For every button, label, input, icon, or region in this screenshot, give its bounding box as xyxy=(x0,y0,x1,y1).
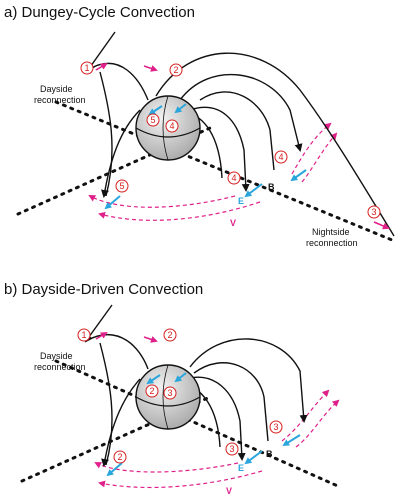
v-label: V xyxy=(230,218,236,228)
step-marker-1: 1 xyxy=(80,61,94,75)
step-marker-5-earth: 5 xyxy=(146,113,160,127)
svg-text:3: 3 xyxy=(229,444,234,454)
svg-text:1: 1 xyxy=(81,330,86,340)
panel-b-diagram: 1 2 2 3 2 3 3 Dayside reconnection E xyxy=(20,304,342,496)
panel-dungey-cycle: a) Dungey-Cycle Convection xyxy=(4,4,395,248)
svg-text:2: 2 xyxy=(149,386,154,396)
step-marker-b-3-mid: 3 xyxy=(225,442,239,456)
svg-text:3: 3 xyxy=(167,388,172,398)
step-marker-3: 3 xyxy=(367,205,381,219)
v-label-b: V xyxy=(226,486,232,496)
panel-dayside-driven: b) Dayside-Driven Convection xyxy=(0,251,400,502)
b-label: B xyxy=(268,182,275,192)
svg-text:4: 4 xyxy=(169,121,174,131)
panel-a-diagram: 1 2 3 4 4 4 5 5 Dayside xyxy=(16,31,395,248)
plane-line-back xyxy=(54,100,394,242)
step-marker-5-left: 5 xyxy=(115,179,129,193)
nightside-label-line2: reconnection xyxy=(306,238,358,248)
svg-text:2: 2 xyxy=(173,65,178,75)
svg-text:2: 2 xyxy=(117,452,122,462)
svg-text:4: 4 xyxy=(278,152,283,162)
step-marker-4-earth: 4 xyxy=(165,119,179,133)
dayside-label-line2: reconnection xyxy=(34,95,86,105)
svg-text:4: 4 xyxy=(231,173,236,183)
svg-text:5: 5 xyxy=(150,115,155,125)
dayside-b-label-line1: Dayside xyxy=(40,351,73,361)
step-marker-4-mid: 4 xyxy=(227,171,241,185)
svg-text:2: 2 xyxy=(167,330,172,340)
step-marker-b-3-right: 3 xyxy=(269,420,283,434)
step-marker-b-2-earth: 2 xyxy=(145,384,159,398)
step-marker-b-1: 1 xyxy=(77,328,91,342)
svg-text:5: 5 xyxy=(119,181,124,191)
svg-text:1: 1 xyxy=(84,63,89,73)
panel-b-title: b) Dayside-Driven Convection xyxy=(4,281,204,298)
step-marker-4-right: 4 xyxy=(274,150,288,164)
e-field-vectors xyxy=(104,103,307,210)
dayside-label-line1: Dayside xyxy=(40,84,73,94)
nightside-label-line1: Nightside xyxy=(312,227,350,237)
v-arrows xyxy=(95,62,390,230)
e-label-b: E xyxy=(238,463,244,473)
step-marker-b-2-left: 2 xyxy=(113,450,127,464)
panel-a-title: a) Dungey-Cycle Convection xyxy=(4,4,195,21)
b-label-b: B xyxy=(266,449,273,459)
flow-arcs xyxy=(88,122,338,221)
e-label: E xyxy=(238,196,244,206)
step-marker-2: 2 xyxy=(169,63,183,77)
svg-text:3: 3 xyxy=(273,422,278,432)
step-marker-b-3-earth: 3 xyxy=(163,386,177,400)
step-marker-b-2-top: 2 xyxy=(163,328,177,342)
dayside-b-label-line2: reconnection xyxy=(34,362,86,372)
svg-text:3: 3 xyxy=(371,207,376,217)
